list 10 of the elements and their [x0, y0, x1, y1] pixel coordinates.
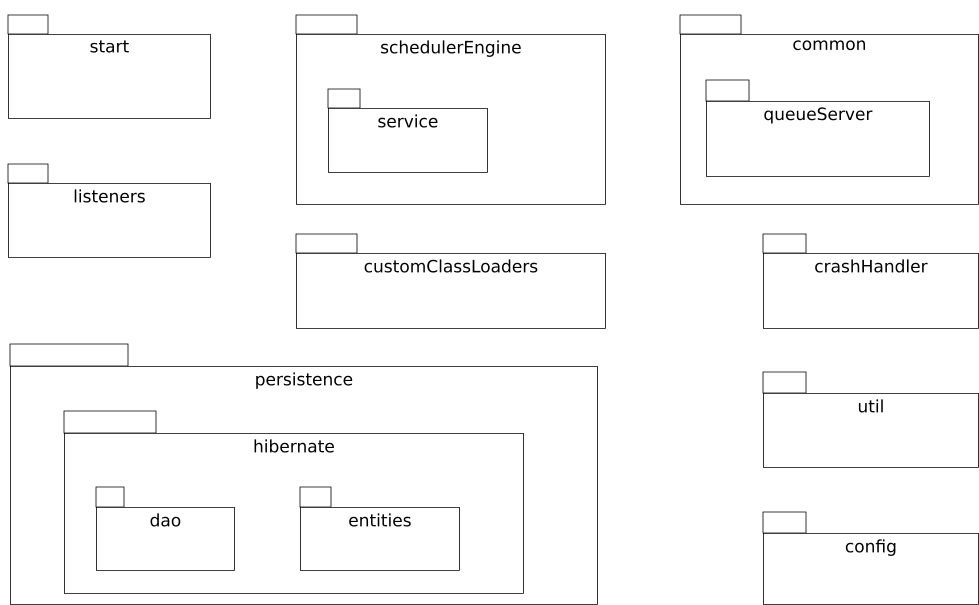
package-box: start [8, 14, 211, 119]
package-box: dao [96, 486, 235, 571]
package-box: entities [300, 486, 460, 571]
package-box: customClassLoaders [296, 234, 606, 329]
package-box: config [762, 512, 979, 605]
package-box: listeners [8, 164, 211, 258]
package-box: crashHandler [762, 234, 979, 329]
package-box: util [762, 372, 979, 468]
package-box: service [328, 88, 488, 173]
package-box: queueServer [706, 80, 930, 177]
